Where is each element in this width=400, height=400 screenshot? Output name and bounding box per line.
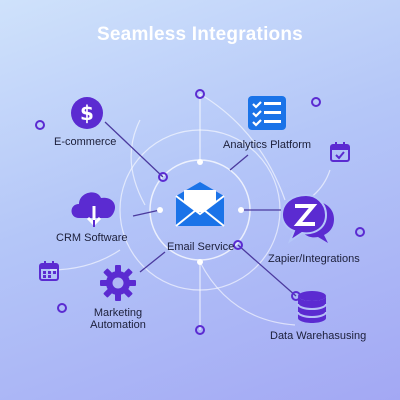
connector-datawarehouse: [237, 244, 297, 297]
database-icon: [297, 291, 327, 323]
curve-bottom-right: [199, 261, 296, 326]
node-dot-top: [195, 89, 205, 99]
connector-analytics: [229, 154, 249, 171]
curve-top-right: [199, 93, 286, 201]
curve-left: [130, 119, 146, 206]
node-dot-ecommerce: [158, 172, 168, 182]
node-dot-far-right: [355, 227, 365, 237]
node-dot-far-left-bottom: [57, 303, 67, 313]
dollar-circle-icon: $: [71, 97, 103, 129]
chat-bubbles-z-icon: [282, 193, 334, 244]
node-label-zapier: Zapier/Integrations: [268, 253, 360, 265]
ring-dot-top: [197, 159, 203, 165]
connector-marketing: [139, 251, 166, 273]
node-dot-email: [233, 240, 243, 250]
cloud-download-icon: [71, 192, 116, 227]
svg-text:$: $: [80, 101, 94, 125]
ring-dot-left: [157, 207, 163, 213]
page-title: Seamless Integrations: [97, 24, 303, 45]
ring-dot-right: [238, 207, 244, 213]
node-label-datawarehouse: Data Warehasusing: [270, 330, 367, 342]
ring-dot-bottom: [197, 259, 203, 265]
checklist-icon: [248, 96, 286, 130]
envelope-icon: [175, 182, 225, 227]
node-label-marketing-line2: Automation: [90, 319, 146, 331]
node-dot-bottom: [195, 325, 205, 335]
calendar-grid-icon: [39, 261, 59, 281]
node-dot-far-left-top: [35, 120, 45, 130]
node-dot-far-right-top: [311, 97, 321, 107]
connector-crm: [132, 209, 161, 217]
node-label-marketing: Marketing Automation: [78, 307, 158, 331]
node-label-analytics: Analytics Platform: [223, 139, 312, 151]
node-label-marketing-line1: Marketing: [93, 307, 143, 319]
connector-ecommerce: [104, 121, 164, 178]
node-label-crm: CRM Software: [56, 232, 128, 244]
node-label-ecommerce: E-commerce: [54, 136, 117, 148]
hub-label: Email Service: [167, 241, 235, 253]
gear-icon: [100, 265, 136, 301]
calendar-icon: [330, 142, 350, 162]
